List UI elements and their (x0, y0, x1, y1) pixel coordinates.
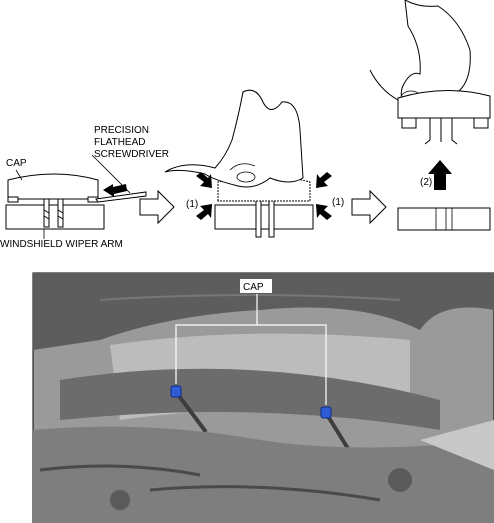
wiper-arm-left (174, 390, 208, 434)
photo-cap-label: CAP (243, 282, 264, 293)
step3-figure: (2) (369, 0, 491, 231)
screwdriver-label-1: PRECISION (94, 125, 149, 136)
step2-figure: (1) (1) (164, 89, 344, 238)
cap-label: CAP (6, 158, 27, 169)
process-arrow-icon (139, 189, 175, 225)
squeeze-arrow-icon (196, 172, 212, 188)
step1-right-label: (1) (332, 197, 344, 208)
squeeze-arrow-icon (196, 204, 212, 220)
screwdriver (95, 191, 147, 203)
wiper-arm-label: WINDSHIELD WIPER ARM (0, 239, 123, 250)
step2-label: (2) (420, 177, 432, 188)
cap-marker-right (320, 406, 332, 419)
squeeze-arrow-icon (316, 204, 332, 220)
wiper-arm-block (5, 204, 105, 230)
screwdriver-label-3: SCREWDRIVER (94, 149, 169, 160)
step1-left-label: (1) (186, 199, 198, 210)
pry-arrow-icon (103, 184, 127, 197)
wiper-arm-block-3 (397, 207, 491, 231)
squeeze-arrow-icon (316, 172, 332, 188)
cap-marker-left (170, 385, 182, 398)
hood (33, 273, 494, 350)
vehicle-illustration: CAP (32, 272, 494, 523)
hand (164, 89, 304, 188)
step1-figure: CAP PRECISION FLATHEAD SCREWDRIVER WINDS… (0, 125, 169, 250)
photo-cap-label-bg (240, 279, 272, 293)
lift-arrow-icon (428, 160, 452, 190)
wiper-arm-block-2 (214, 204, 314, 230)
cap-shape (7, 173, 99, 200)
screwdriver-label-2: FLATHEAD (94, 137, 146, 148)
cap-removed (397, 90, 491, 119)
process-arrow-icon (351, 189, 387, 225)
cap-callout (175, 294, 327, 405)
